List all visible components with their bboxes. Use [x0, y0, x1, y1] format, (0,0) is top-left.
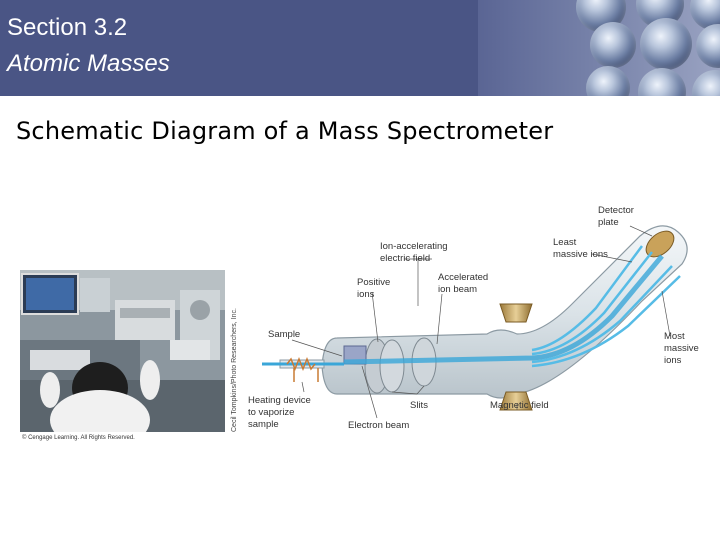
sphere-decoration — [692, 70, 720, 96]
title-bar: Section 3.2 Atomic Masses — [0, 0, 720, 96]
sphere-decoration — [696, 24, 720, 68]
label-sample: Sample — [268, 329, 300, 340]
label-magnetic: Magnetic field — [490, 400, 549, 411]
section-number: Section 3.2 — [7, 14, 128, 41]
leader-lines — [291, 225, 671, 419]
lab-photo — [20, 270, 225, 432]
decorative-spheres-panel — [478, 0, 720, 96]
magnet-bottom — [499, 391, 533, 411]
sphere-decoration — [638, 68, 686, 96]
ion-beam-light — [531, 275, 681, 368]
label-electron-beam: Electron beam — [348, 420, 409, 431]
ion-beam-light — [531, 245, 644, 352]
detector-plate — [645, 230, 675, 258]
sphere-decoration — [590, 22, 636, 68]
heating-wire — [286, 356, 316, 372]
slide-heading: Schematic Diagram of a Mass Spectrometer — [16, 117, 554, 145]
photo-credit: © Cengage Learning. All Rights Reserved. — [22, 435, 135, 441]
section-title: Atomic Masses — [7, 50, 170, 77]
magnet-top — [499, 303, 533, 323]
ion-beam-light — [531, 265, 673, 364]
label-slits: Slits — [410, 400, 428, 411]
ion-beam-light — [531, 251, 653, 356]
ion-beam — [343, 254, 664, 365]
slit-plate — [379, 339, 405, 393]
lab-photo-illustration — [20, 270, 225, 432]
sphere-decoration — [586, 66, 630, 96]
sphere-decoration — [640, 18, 692, 70]
